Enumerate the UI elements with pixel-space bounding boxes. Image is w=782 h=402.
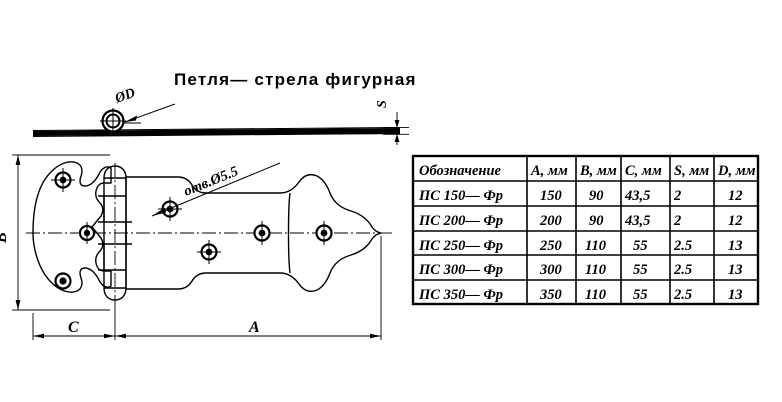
cell-designation: ПС 300— Фр: [418, 262, 503, 278]
screw-hole-strap-lower: [197, 240, 221, 264]
cell-d: 13: [728, 238, 743, 254]
thickness-arrow-bottom: [394, 134, 400, 142]
cell-s: 2.5: [673, 287, 692, 303]
cell-c: 55: [633, 238, 648, 254]
overall-length-dimension: A: [115, 236, 382, 340]
a-arrow-right: [370, 333, 381, 339]
side-view: [32, 108, 401, 137]
a-arrow-left: [115, 333, 126, 339]
cell-a: 200: [539, 213, 562, 229]
cell-b: 90: [589, 188, 604, 204]
c-arrow-left: [33, 333, 44, 339]
thickness-label: S: [375, 100, 390, 108]
cell-a: 350: [539, 287, 562, 303]
overall-length-label: A: [248, 319, 260, 336]
c-arrow-right: [104, 333, 115, 339]
leaf-width-label: C: [68, 319, 79, 336]
hole-note-arrowhead: [152, 207, 166, 216]
table-outer-border: [411, 154, 760, 306]
cell-d: 13: [728, 262, 743, 278]
cell-c: 43,5: [624, 188, 650, 204]
hole-center: [59, 277, 67, 285]
plan-view: [26, 161, 392, 303]
table-header-d: D, мм: [717, 163, 756, 179]
cell-s: 2.5: [673, 262, 692, 278]
knuckle-left-lug-2: [98, 243, 105, 271]
cell-a: 150: [540, 188, 562, 204]
cell-c: 43,5: [624, 213, 650, 229]
leaf-width-dimension: C: [32, 300, 116, 340]
hole-note-leader: [151, 162, 281, 217]
side-view-bottom-edge: [32, 133, 401, 137]
cell-d: 12: [728, 213, 743, 229]
drawing-title: Петля— стрела фигурная: [174, 70, 417, 89]
table-row: ПС 200— Фр 200 90 43,5 2 12: [418, 213, 743, 229]
side-view-top-edge: [32, 127, 401, 131]
thickness-arrow-top: [394, 120, 400, 128]
pin-diameter-callout: ØD: [112, 86, 176, 123]
table-header-s: S, мм: [674, 163, 709, 179]
table-row: ПС 150— Фр 150 90 43,5 2 12: [418, 188, 743, 204]
screw-hole-left-upper: [51, 168, 75, 192]
table-header-b: B, мм: [579, 163, 617, 179]
cell-b: 110: [585, 262, 606, 278]
cell-b: 90: [589, 213, 604, 229]
table-header-a: A, мм: [530, 163, 568, 179]
cell-a: 300: [539, 262, 562, 278]
pin-callout-arrowhead: [125, 115, 137, 122]
pin-diameter-label: ØD: [112, 86, 137, 107]
height-dimension: B: [0, 154, 110, 311]
table-header-designation: Обозначение: [419, 163, 502, 179]
height-arrow-top: [15, 155, 21, 165]
screw-hole-left-lower: [54, 272, 72, 290]
cell-c: 55: [633, 262, 648, 278]
cell-designation: ПС 350— Фр: [418, 287, 503, 303]
cell-d: 12: [728, 188, 743, 204]
cell-s: 2.5: [673, 238, 692, 254]
table-header-c: C, мм: [625, 163, 662, 179]
hole-note-label: отв.Ø5.5: [182, 163, 241, 199]
cell-b: 110: [585, 287, 606, 303]
cell-a: 250: [539, 238, 562, 254]
cell-designation: ПС 200— Фр: [418, 213, 503, 229]
height-label: B: [0, 232, 10, 244]
table-row: ПС 300— Фр 300 110 55 2.5 13: [418, 262, 743, 278]
screw-hole-spear: [315, 221, 333, 245]
hinge-left-leaf-outline: [32, 161, 112, 293]
hole-note-callout: отв.Ø5.5: [151, 162, 281, 217]
cell-designation: ПС 250— Фр: [418, 238, 503, 254]
height-arrow-bottom: [15, 300, 21, 310]
thickness-dimension: S: [375, 100, 409, 145]
cell-s: 2: [673, 213, 681, 229]
cell-designation: ПС 150— Фр: [418, 188, 503, 204]
table-row: ПС 250— Фр 250 110 55 2.5 13: [418, 238, 743, 254]
knuckle-left-lug-1: [98, 195, 105, 223]
screw-hole-left-middle: [78, 222, 96, 244]
screw-hole-strap-center: [253, 221, 271, 245]
table-row: ПС 350— Фр 350 110 55 2.5 13: [418, 287, 743, 303]
cell-c: 55: [633, 287, 648, 303]
cell-b: 110: [585, 238, 606, 254]
cell-d: 13: [728, 287, 743, 303]
specification-table: Обозначение A, мм B, мм C, мм S, мм D, м…: [411, 154, 760, 306]
cell-s: 2: [673, 188, 681, 204]
hinge-spear-seam: [287, 192, 291, 274]
